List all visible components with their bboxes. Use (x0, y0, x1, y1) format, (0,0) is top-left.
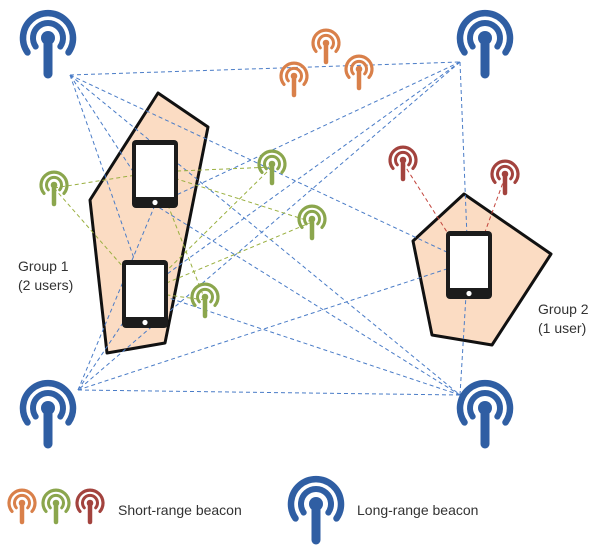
legend-long-range-label: Long-range beacon (357, 502, 478, 518)
long-range-beacon-icon (291, 479, 341, 540)
long-range-beacon-icon (460, 13, 510, 74)
long-range-beacon-icon (23, 13, 73, 74)
green-short-range-beacon-icon (192, 284, 218, 316)
green-short-range-beacon-icon (41, 172, 67, 204)
legend: Short-range beacon Long-range beacon (9, 479, 478, 540)
tablet-icon (122, 260, 168, 328)
legend-short-range-label: Short-range beacon (118, 502, 242, 518)
group-2-label: Group 2 (538, 301, 589, 317)
orange-short-range-beacon-icon (313, 30, 339, 62)
red-short-range-beacon-icon (492, 161, 518, 193)
tablet-icon (446, 231, 492, 299)
orange-short-range-beacon-icon (281, 63, 307, 95)
red-short-range-beacon-icon (77, 490, 103, 522)
group-1-area (88, 91, 210, 355)
long-range-beacon-icon (23, 383, 73, 444)
red-links (402, 162, 506, 233)
group-1-label: Group 1 (18, 258, 69, 274)
group-2-count: (1 user) (538, 320, 586, 336)
long-range-beacon-icon (460, 383, 510, 444)
green-short-range-beacon-icon (43, 490, 69, 522)
group-1-count: (2 users) (18, 277, 73, 293)
green-short-range-beacon-icon (299, 206, 325, 238)
orange-short-range-beacon-icon (346, 56, 372, 88)
tablet-icon (132, 140, 178, 208)
red-short-range-beacon-icon (390, 147, 416, 179)
orange-short-range-beacon-icon (9, 490, 35, 522)
